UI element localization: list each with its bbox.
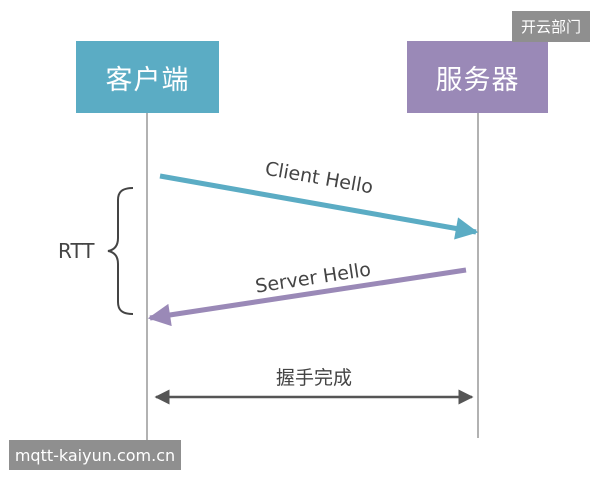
watermark-top: 开云部门	[511, 11, 590, 42]
client-hello-label: Client Hello	[263, 158, 374, 199]
watermark-bottom: mqtt-kaiyun.com.cn	[9, 440, 181, 470]
server-box: 服务器	[407, 41, 548, 113]
server-hello-arrow	[147, 267, 467, 327]
client-hello-arrow	[159, 173, 479, 240]
client-box: 客户端	[76, 41, 219, 113]
rtt-brace	[107, 187, 134, 315]
server-label: 服务器	[435, 64, 520, 96]
client-label: 客户端	[105, 64, 190, 96]
rtt-label: RTT	[58, 239, 95, 263]
handshake-complete-label: 握手完成	[276, 367, 352, 389]
